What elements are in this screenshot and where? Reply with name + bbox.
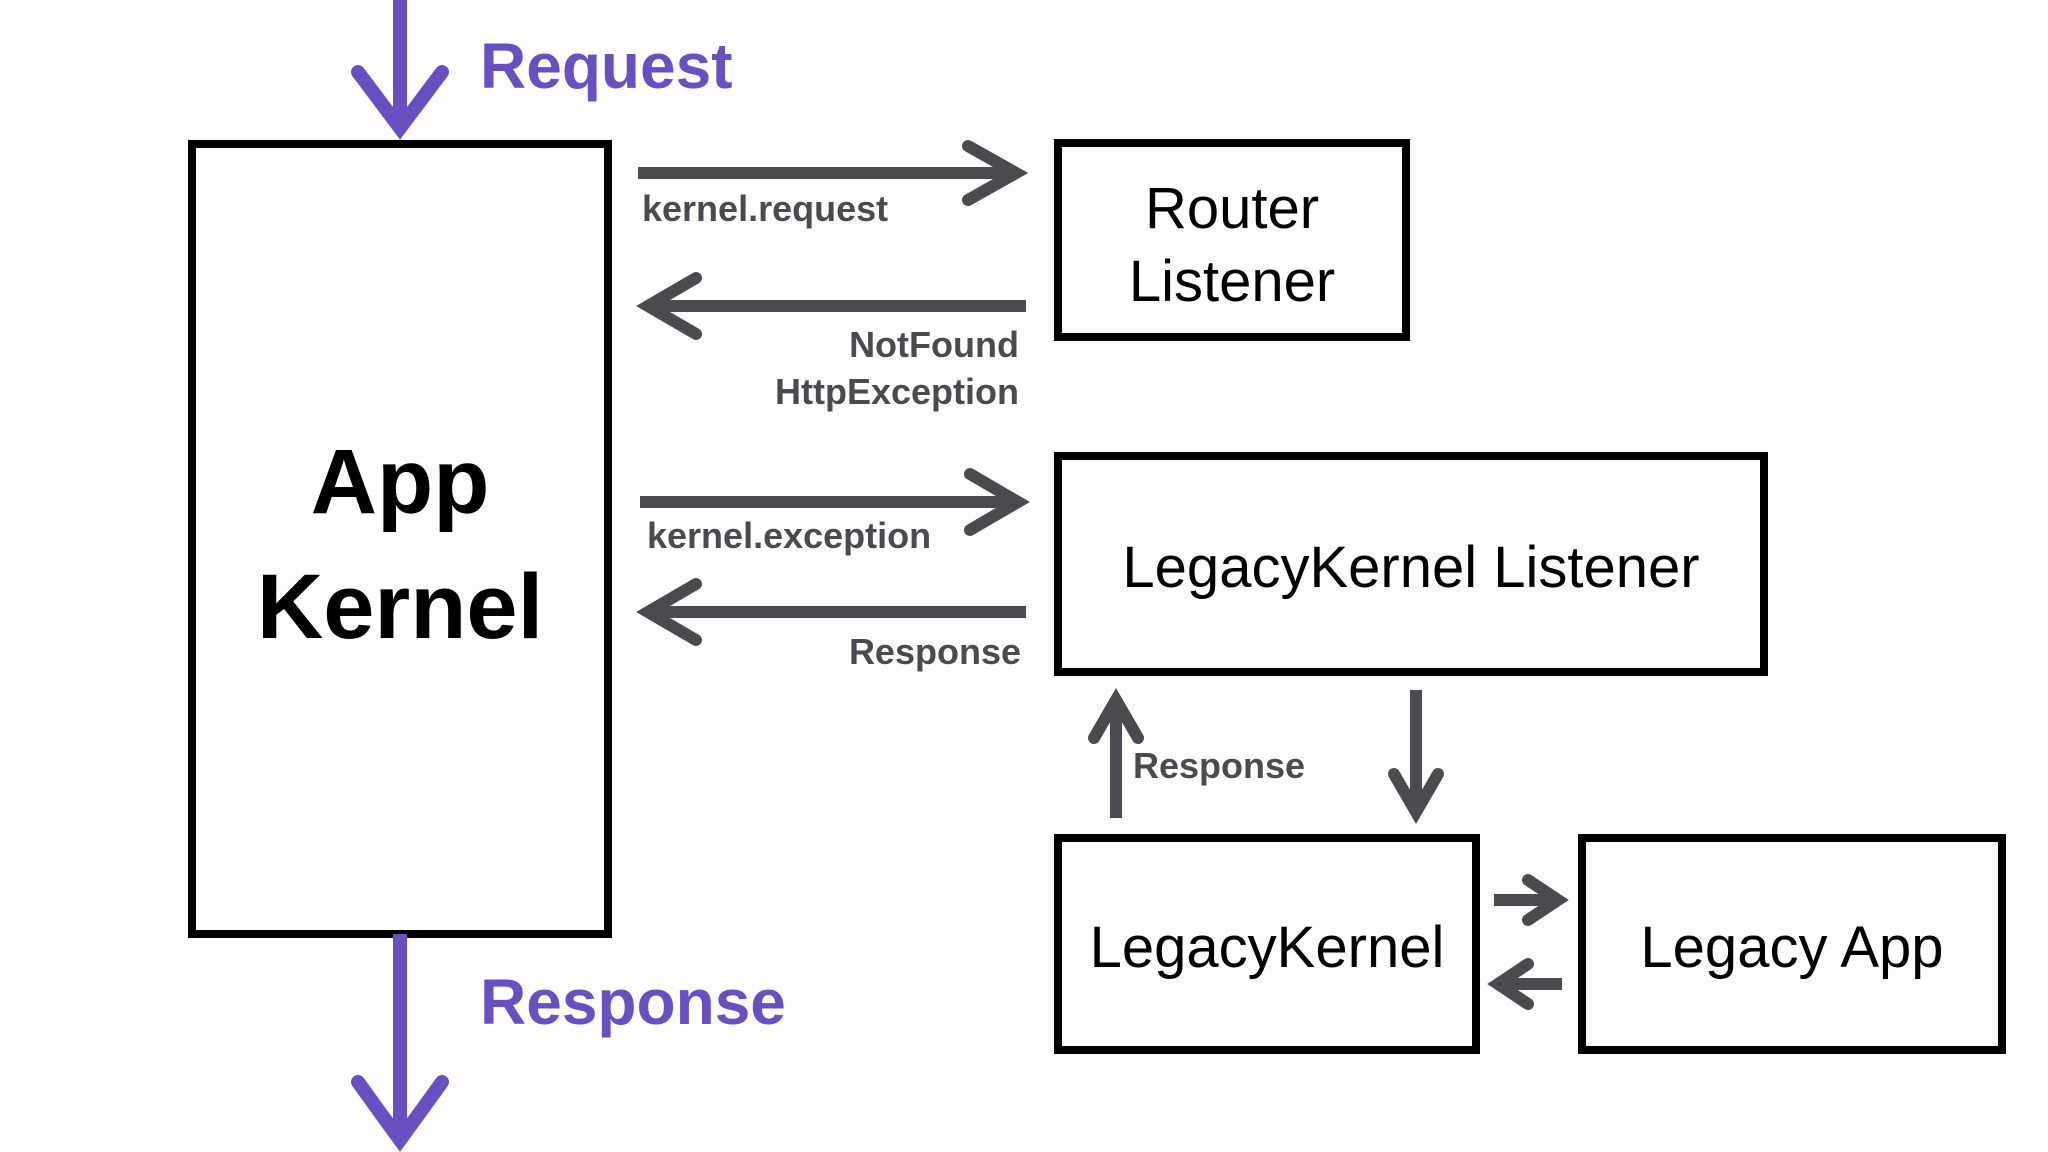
legacy-app-request-arrow xyxy=(1494,874,1569,926)
kernel-request-arrow xyxy=(638,140,1029,206)
router-listener-label-line2: Listener xyxy=(1129,249,1335,314)
not-found-arrow xyxy=(636,272,1026,340)
router-listener-box: Router Listener xyxy=(1054,139,1410,341)
app-kernel-label-line1: App xyxy=(311,431,490,533)
legacy-response-up-arrow xyxy=(1088,688,1144,818)
legacy-app-box: Legacy App xyxy=(1578,834,2006,1054)
kernel-exception-label: kernel.exception xyxy=(647,515,931,556)
request-arrow xyxy=(351,0,449,140)
listener-response-label: Response xyxy=(849,631,1021,672)
legacy-app-response-arrow xyxy=(1487,958,1562,1010)
response-out-label: Response xyxy=(480,966,786,1038)
kernel-exception-arrow xyxy=(640,468,1030,536)
router-listener-label-line1: Router xyxy=(1145,176,1319,241)
not-found-label-line2: HttpException xyxy=(775,371,1019,412)
legacy-kernel-label: LegacyKernel xyxy=(1090,915,1445,980)
legacy-kernel-listener-label: LegacyKernel Listener xyxy=(1122,535,1699,600)
app-kernel-box: App Kernel xyxy=(188,140,612,938)
legacy-request-down-arrow xyxy=(1388,690,1444,824)
legacy-kernel-listener-box: LegacyKernel Listener xyxy=(1054,452,1768,676)
legacy-response-label: Response xyxy=(1133,745,1305,786)
legacy-kernel-box: LegacyKernel xyxy=(1054,834,1480,1054)
response-out-arrow xyxy=(351,934,449,1152)
kernel-request-label: kernel.request xyxy=(642,188,888,229)
app-kernel-label-line2: Kernel xyxy=(257,556,543,658)
not-found-label-line1: NotFound xyxy=(849,324,1019,365)
request-label: Request xyxy=(480,30,733,102)
listener-response-arrow xyxy=(636,578,1026,646)
legacy-app-label: Legacy App xyxy=(1640,915,1943,980)
